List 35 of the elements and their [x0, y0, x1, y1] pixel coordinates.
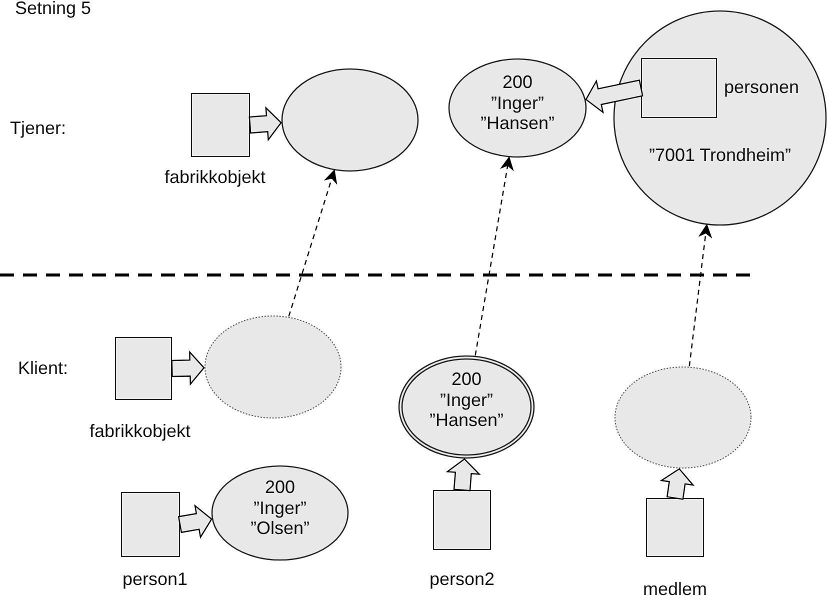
block-arrow [660, 468, 695, 500]
proxy-ellipse [204, 315, 342, 419]
row-label: Tjener: [10, 118, 66, 139]
object-ellipse [398, 355, 535, 459]
reference-name: person1 [122, 569, 188, 590]
reference-name: fabrikkobjekt [89, 421, 191, 442]
node-text: ”7001 Trondheim” [648, 145, 792, 166]
block-arrow [178, 504, 212, 539]
dashed-arrow [688, 224, 712, 366]
object-ellipse [211, 465, 349, 561]
reference-name: fabrikkobjekt [164, 167, 266, 188]
row-label: Klient: [18, 358, 68, 379]
proxy-ellipse [614, 366, 752, 469]
dashed-arrow [288, 169, 338, 317]
diagram-title: Setning 5 [15, 0, 92, 19]
reference-box [433, 490, 491, 550]
node-text: 200 ”Inger” ”Olsen” [250, 477, 310, 540]
block-arrow [585, 79, 644, 114]
reference-name: medlem [642, 579, 708, 600]
reference-box [191, 93, 250, 157]
object-ellipse [281, 68, 419, 172]
block-arrow [248, 106, 282, 142]
reference-box [641, 58, 717, 118]
object-ellipse [613, 10, 827, 226]
reference-name: person2 [429, 569, 495, 590]
reference-box [121, 492, 180, 557]
block-arrow [171, 350, 205, 386]
reference-box [646, 498, 704, 557]
reference-name: personen [724, 77, 800, 98]
node-text: 200 ”Inger” ”Hansen” [480, 72, 555, 134]
node-text: 200 ”Inger” ”Hansen” [429, 369, 504, 432]
reference-box [115, 337, 172, 400]
block-arrow [446, 458, 481, 492]
dashed-arrow [474, 156, 514, 356]
object-ellipse [448, 58, 587, 158]
